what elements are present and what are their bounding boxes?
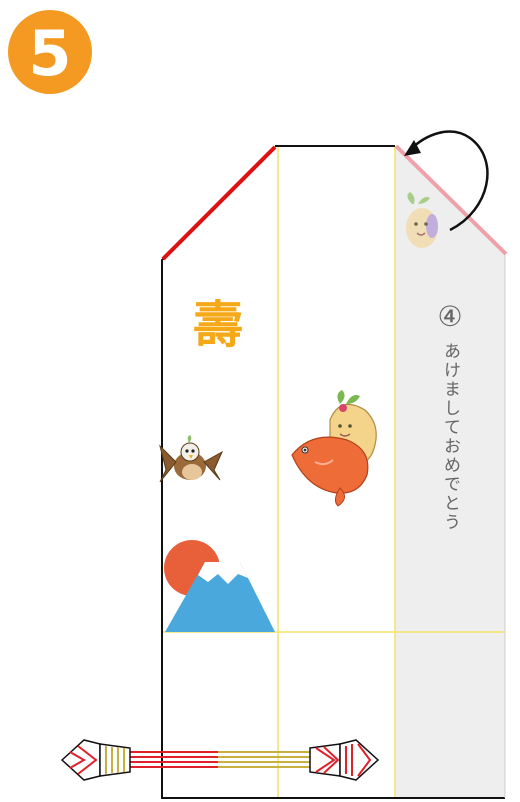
fold-arrow	[404, 130, 489, 232]
hawk-illustration	[159, 435, 224, 483]
potato-mascot-small	[406, 192, 438, 248]
greeting-vertical-text: あけましておめでとう	[440, 342, 460, 532]
mizuhiki-left-tip	[60, 739, 131, 781]
kotobuki-character: 壽	[193, 295, 243, 354]
red-edge	[161, 145, 277, 261]
step-badge: 5	[8, 10, 92, 94]
sunrise-fuji-illustration	[164, 540, 275, 632]
mizuhiki-right-tip	[309, 739, 380, 781]
panel-number: ④	[437, 300, 462, 333]
folded-sheet	[161, 144, 508, 799]
potato-on-sea-bream-illustration	[291, 390, 377, 507]
step-number: 5	[28, 17, 71, 90]
mizuhiki-ribbon	[60, 739, 380, 781]
folded-side-panel	[395, 147, 505, 798]
pink-edge	[394, 144, 508, 256]
